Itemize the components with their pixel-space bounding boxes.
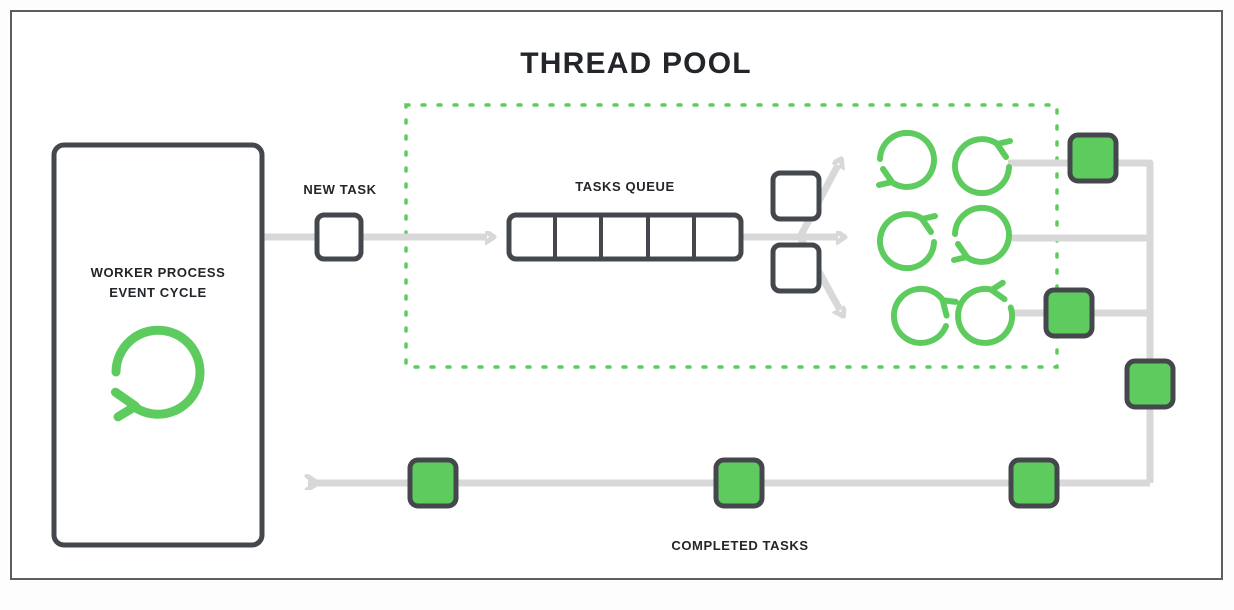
completed-tasks-label: COMPLETED TASKS — [671, 538, 809, 553]
worker-cycle-icon — [110, 325, 205, 422]
worker-process-label-line2: EVENT CYCLE — [109, 285, 207, 300]
worker-thread-3-1-icon — [891, 285, 959, 346]
worker-thread-1-1-icon — [876, 129, 937, 190]
completed-task-1 — [1067, 132, 1119, 184]
new-task-label: NEW TASK — [303, 182, 377, 197]
tasks-queue-label: TASKS QUEUE — [575, 179, 675, 194]
new-task-square — [314, 212, 364, 262]
worker-thread-3-2-icon — [955, 279, 1016, 346]
worker-process-label-line1: WORKER PROCESS — [90, 265, 226, 280]
inflight-task-2 — [770, 242, 822, 294]
completed-task-3 — [1124, 358, 1176, 410]
inflight-task-1 — [770, 170, 822, 222]
completed-task-6 — [407, 457, 459, 509]
worker-thread-2-1-icon — [877, 211, 938, 272]
page-title: THREAD POOL — [520, 47, 752, 80]
worker-thread-1-2-icon — [952, 136, 1013, 197]
tasks-queue-container — [506, 212, 744, 262]
worker-process-box — [51, 142, 265, 548]
completed-task-2 — [1043, 287, 1095, 339]
completed-task-4 — [1008, 457, 1060, 509]
connector-branch-bottom — [762, 233, 840, 310]
worker-thread-2-2-icon — [951, 204, 1012, 265]
completed-task-5 — [713, 457, 765, 509]
